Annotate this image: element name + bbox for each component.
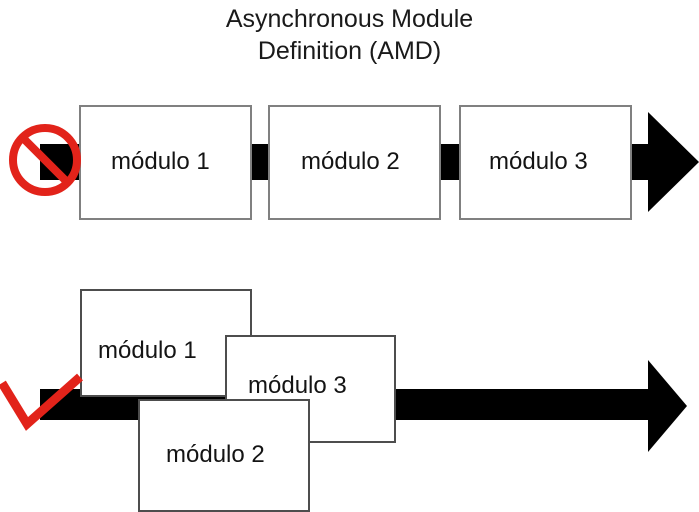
row1-module-box-1[interactable] xyxy=(79,105,252,220)
row2-module-box-1[interactable] xyxy=(80,289,252,397)
check-icon xyxy=(0,373,83,431)
row2-module-label-3: módulo 3 xyxy=(248,372,347,399)
title-line-2: Definition (AMD) xyxy=(257,37,442,65)
row1-module-label-2: módulo 2 xyxy=(301,148,400,175)
row1-module-box-2[interactable] xyxy=(268,105,441,220)
row1-arrow-head xyxy=(648,112,699,212)
row2-module-label-2: módulo 2 xyxy=(166,441,265,468)
row1-arrow-segment-1 xyxy=(250,144,270,180)
row1-module-box-3[interactable] xyxy=(459,105,632,220)
row1-arrow-segment-2 xyxy=(440,144,462,180)
title-line-1: Asynchronous Module xyxy=(225,5,474,33)
row2-arrow-head xyxy=(648,360,687,452)
row2-module-box-2[interactable] xyxy=(138,399,310,512)
row1-module-label-1: módulo 1 xyxy=(111,148,210,175)
row2-module-label-1: módulo 1 xyxy=(98,337,197,364)
no-entry-icon xyxy=(9,124,81,196)
row1-module-label-3: módulo 3 xyxy=(489,148,588,175)
